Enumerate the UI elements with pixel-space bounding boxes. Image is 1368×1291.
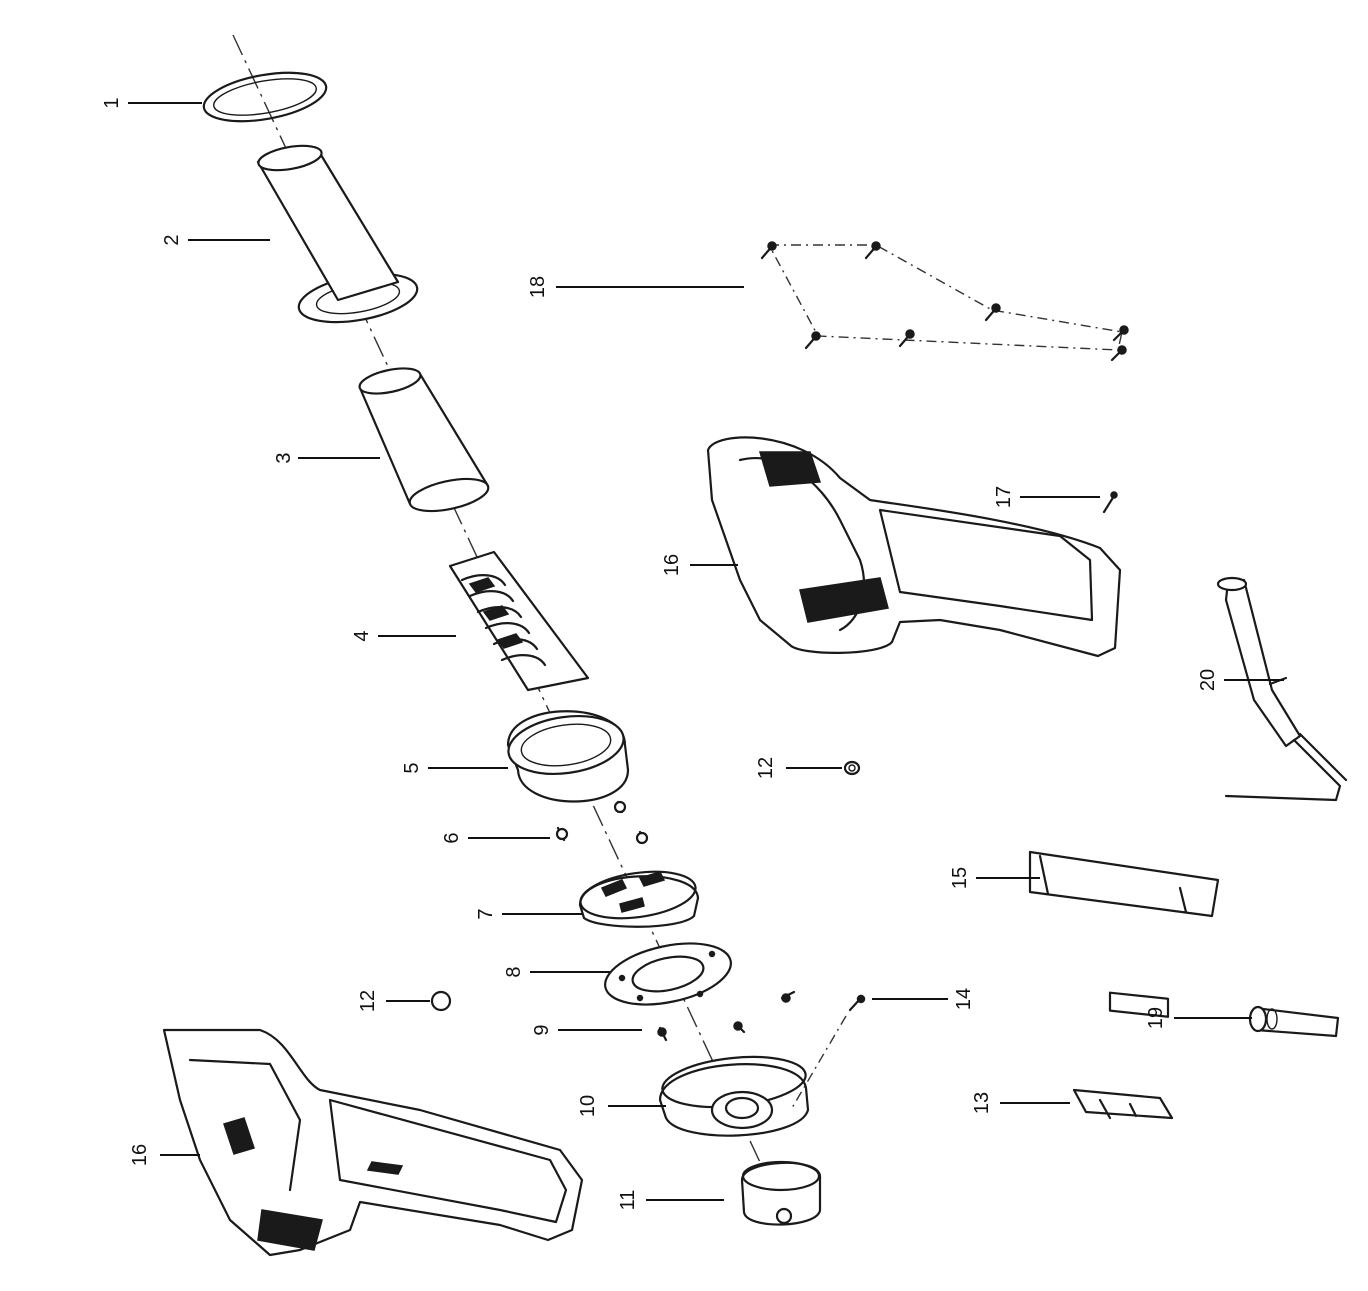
part-9-screws (657, 990, 796, 1042)
label-part-8: 8 (503, 966, 525, 977)
label-part-2: 2 (161, 234, 183, 245)
label-part-11: 11 (617, 1190, 639, 1211)
label-part-12-upper: 12 (755, 757, 777, 779)
part-4-heating-element (448, 550, 590, 692)
part-20-cable (1216, 576, 1348, 802)
label-part-16-left: 16 (129, 1144, 151, 1166)
part-15-circuit-board (1028, 850, 1220, 1018)
part-19-nozzle-tip (1248, 1005, 1340, 1038)
part-13-switch (1072, 1088, 1174, 1120)
part-7-fan-impeller (578, 870, 700, 928)
label-part-12-lower: 12 (357, 990, 379, 1012)
part-17-screw (1102, 491, 1118, 514)
label-part-15: 15 (949, 867, 971, 889)
part-11-motor (740, 1160, 822, 1226)
label-part-1: 1 (101, 97, 123, 108)
part-16-handle-left (162, 1028, 584, 1257)
label-part-13: 13 (971, 1092, 993, 1114)
label-part-20: 20 (1197, 669, 1219, 691)
part-number-labels: 1 2 3 4 5 6 7 8 9 10 11 12 12 13 14 15 1… (101, 97, 1219, 1210)
label-part-6: 6 (441, 832, 463, 843)
label-part-3: 3 (273, 452, 295, 463)
part-5-housing-ring (506, 710, 630, 803)
part-16-handle-right (706, 436, 1122, 658)
label-part-9: 9 (531, 1024, 553, 1035)
label-part-5: 5 (401, 762, 423, 773)
part-12-ball-lower (430, 990, 452, 1012)
label-part-16-right: 16 (661, 554, 683, 576)
part-10-motor-mount (658, 1055, 810, 1137)
part-1-ring (202, 71, 328, 123)
label-part-17: 17 (993, 486, 1015, 508)
part-3-inner-tube (358, 367, 490, 513)
part-8-mounting-plate (604, 942, 732, 1006)
label-part-7: 7 (475, 908, 497, 919)
label-part-19: 19 (1145, 1007, 1167, 1029)
part-2-nozzle-tube (256, 144, 419, 324)
part-14-screw (791, 994, 866, 1109)
label-part-18: 18 (527, 276, 549, 298)
label-part-14: 14 (953, 988, 975, 1010)
part-6-screws (555, 800, 649, 845)
leader-lines (128, 102, 1284, 1201)
label-part-10: 10 (577, 1095, 599, 1117)
part-12-cap-upper (843, 760, 861, 776)
part-18-screw-set (760, 241, 1129, 362)
label-part-4: 4 (351, 630, 373, 641)
